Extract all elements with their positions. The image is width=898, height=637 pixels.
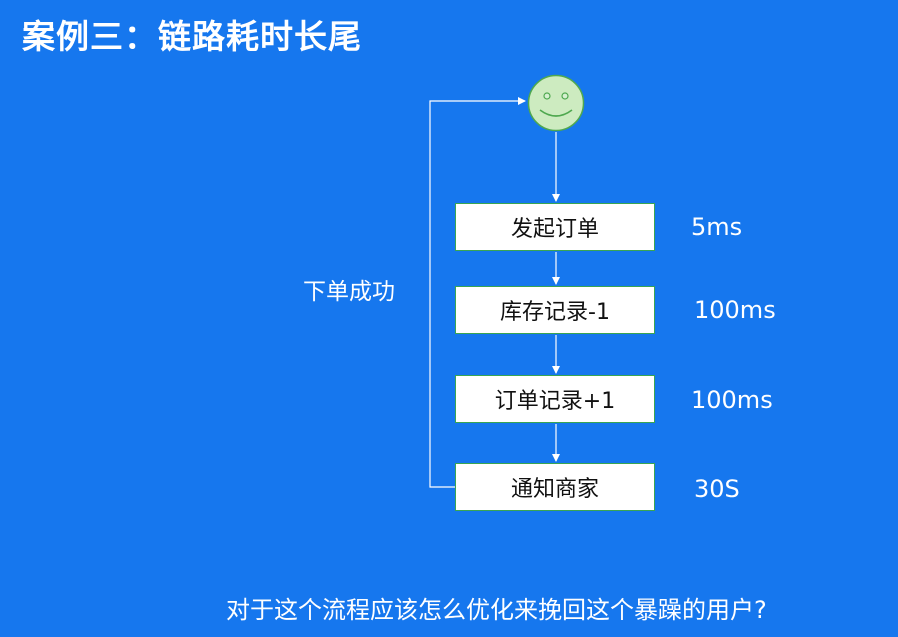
step-label: 发起订单 (510, 217, 599, 242)
step-label: 库存记录-1 (500, 300, 610, 325)
loop-label: 下单成功 (303, 279, 395, 305)
question-text: 对于这个流程应该怎么优化来挽回这个暴躁的用户? (226, 596, 767, 624)
step-box-create-order: 发起订单 (455, 203, 655, 251)
step-box-notify-merchant: 通知商家 (455, 463, 655, 511)
step-box-inventory: 库存记录-1 (455, 286, 655, 334)
loop-back-arrow (429, 97, 526, 488)
smiley-face-icon (527, 74, 585, 132)
page-title: 案例三：链路耗时长尾 (22, 17, 362, 56)
step-time: 100ms (694, 296, 776, 324)
step-time: 30S (694, 475, 740, 503)
step-time: 5ms (691, 213, 743, 241)
step-label: 订单记录+1 (494, 389, 616, 414)
step-box-order-record: 订单记录+1 (455, 375, 655, 423)
step-label: 通知商家 (510, 477, 599, 502)
step-time: 100ms (691, 386, 773, 414)
